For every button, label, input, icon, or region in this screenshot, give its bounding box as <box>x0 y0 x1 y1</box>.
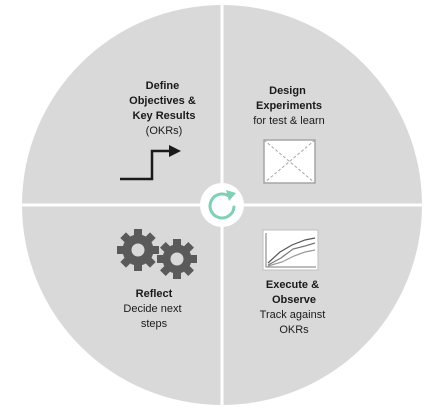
reflect-title-line: Reflect <box>136 288 173 300</box>
execute-title-line: Execute & <box>266 279 319 291</box>
step-up-arrow-icon <box>120 145 181 181</box>
execute-title: Execute & Observe <box>266 279 322 306</box>
image-placeholder-icon <box>263 139 316 184</box>
line-chart-icon <box>262 229 319 271</box>
define-title-line: Objectives & <box>129 95 196 107</box>
reflect-title: Reflect <box>136 288 173 300</box>
define-title: Define Objectives & Key Results <box>129 80 199 122</box>
quadrant-define: Define Objectives & Key Results (OKRs) <box>120 80 199 181</box>
gears-icon <box>117 229 197 279</box>
execute-title-line: Observe <box>272 294 316 306</box>
design-title: Design Experiments <box>256 85 322 112</box>
quadrant-design: Design Experiments for test & learn <box>253 85 325 184</box>
define-title-line: Define <box>146 80 180 92</box>
define-title-line: Key Results <box>133 110 196 122</box>
reflect-subtitle-line: steps <box>141 318 168 330</box>
center-hub <box>200 183 244 227</box>
define-subtitle-line: (OKRs) <box>146 125 183 137</box>
define-subtitle: (OKRs) <box>146 125 183 137</box>
design-title-line: Experiments <box>256 100 322 112</box>
refresh-cycle-icon <box>208 190 236 220</box>
design-title-line: Design <box>269 85 306 97</box>
execute-subtitle-line: Track against <box>260 309 326 321</box>
design-subtitle: for test & learn <box>253 115 325 127</box>
quadrant-reflect: Reflect Decide next steps <box>117 229 197 330</box>
design-subtitle-line: for test & learn <box>253 115 325 127</box>
execute-subtitle-line: OKRs <box>279 324 309 336</box>
reflect-subtitle-line: Decide next <box>123 303 181 315</box>
reflect-subtitle: Decide next steps <box>123 303 184 330</box>
execute-subtitle: Track against OKRs <box>260 309 329 336</box>
quadrant-execute: Execute & Observe Track against OKRs <box>260 229 329 336</box>
